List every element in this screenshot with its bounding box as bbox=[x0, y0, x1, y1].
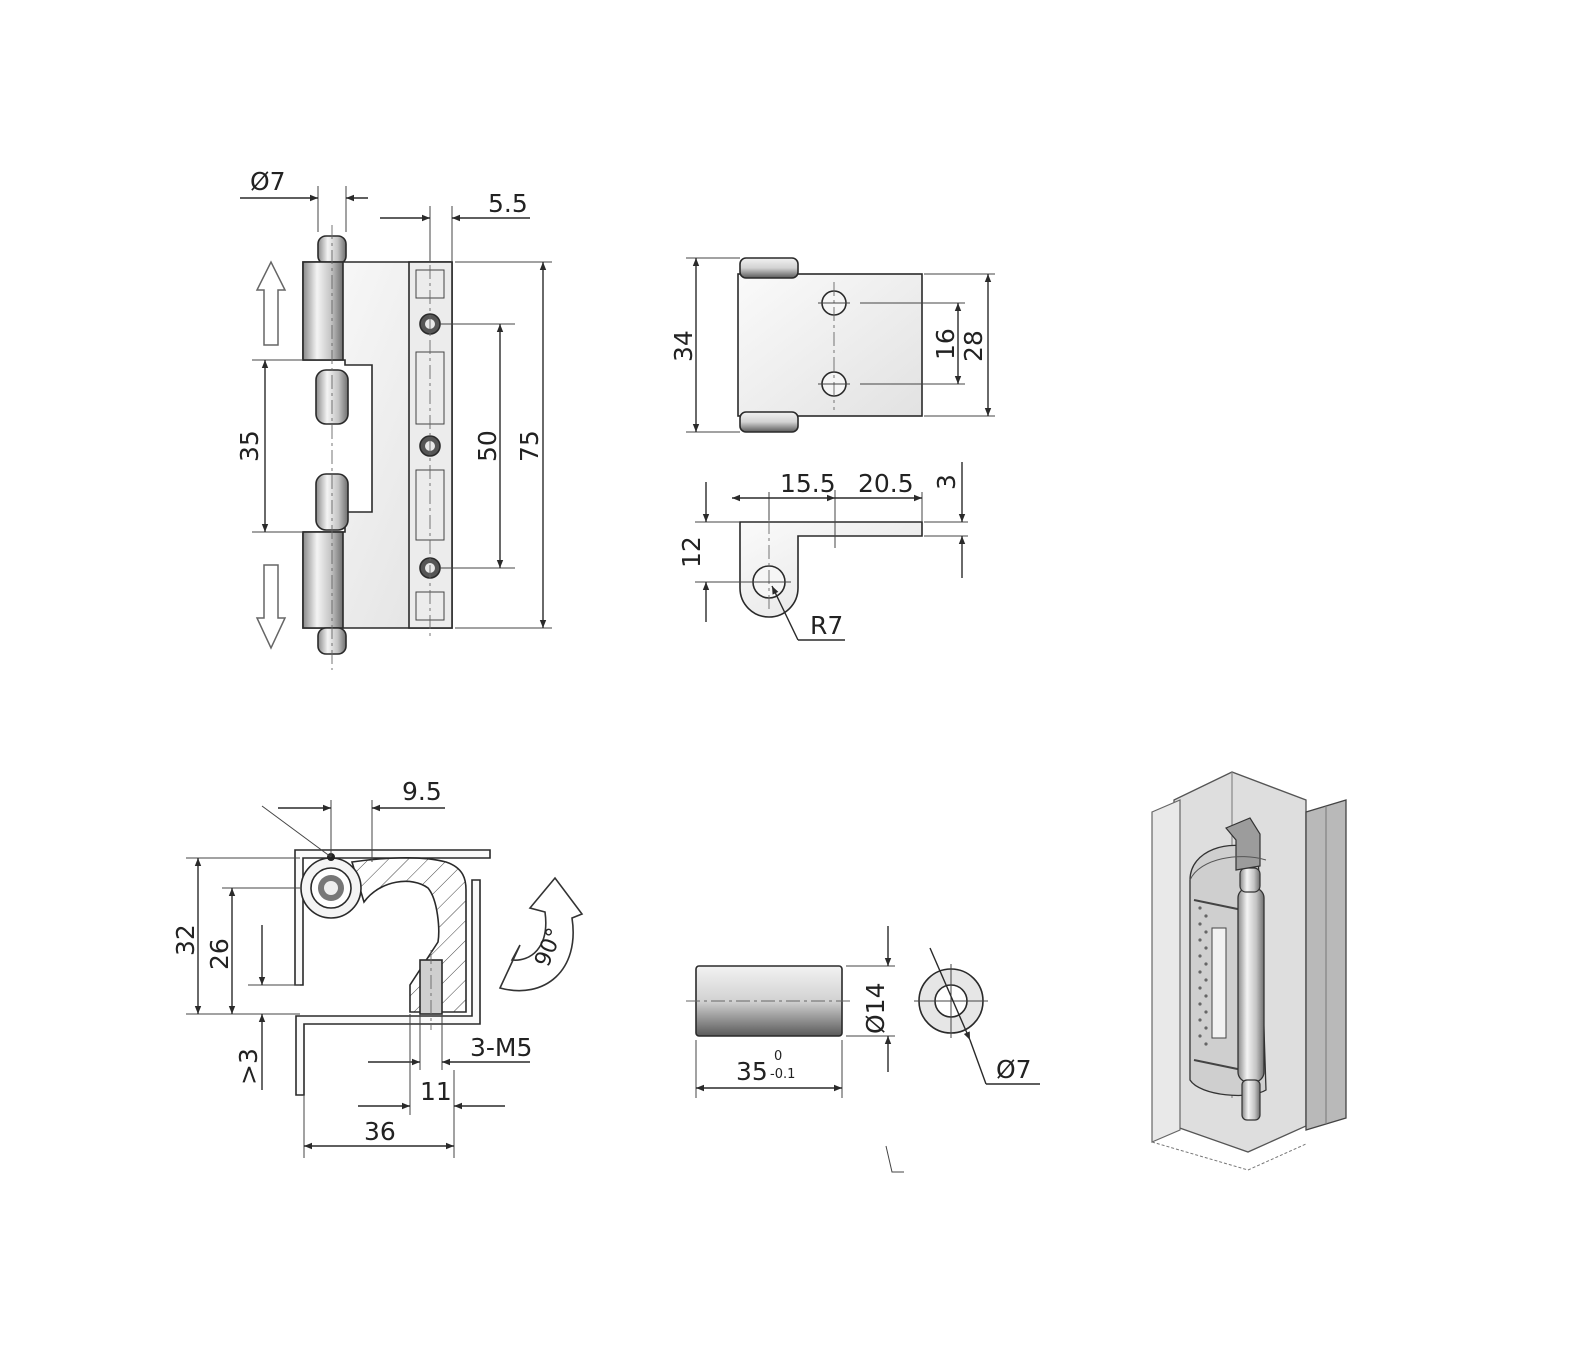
pin-view-dimensions: Ø14 35 0 -0.1 Ø7 bbox=[695, 926, 1040, 1173]
rotate-arrow-icon bbox=[498, 876, 584, 992]
dim-width: 36 bbox=[364, 1117, 396, 1146]
dim-pin-length: 35 bbox=[736, 1057, 768, 1086]
dim-hole-pitch: 50 bbox=[473, 430, 502, 462]
front-view: Ø7 5.5 35 50 75 bbox=[235, 167, 552, 670]
section-view: 9.5 32 26 >3 3-M5 11 bbox=[171, 777, 584, 1158]
top-view-dimensions: 15.5 20.5 3 12 R7 bbox=[677, 462, 968, 641]
dim-clearance: >3 bbox=[234, 1048, 263, 1085]
section-view-body bbox=[261, 805, 491, 1096]
dim-knuckle-height: 12 bbox=[677, 536, 706, 568]
arrow-up-icon bbox=[255, 260, 287, 346]
dim-pin-diameter: Ø7 bbox=[250, 167, 286, 196]
dim-hole-spacing: 16 bbox=[931, 328, 960, 360]
top-view: 15.5 20.5 3 12 R7 bbox=[677, 462, 968, 641]
arrow-down-icon bbox=[255, 564, 287, 650]
dim-leaf-height: 28 bbox=[959, 330, 988, 362]
dim-side-height: 34 bbox=[669, 330, 698, 362]
dim-knuckle-to-bend: 15.5 bbox=[780, 469, 836, 498]
dim-thread: 3-M5 bbox=[470, 1033, 532, 1062]
dim-leaf-offset: 5.5 bbox=[488, 189, 528, 218]
dim-outer-height: 32 bbox=[171, 924, 200, 956]
dim-radius: R7 bbox=[810, 611, 843, 640]
pin-view-body bbox=[686, 964, 988, 1038]
dim-hole-distance: 11 bbox=[420, 1077, 452, 1106]
isometric-view bbox=[1151, 771, 1347, 1171]
dim-height: 75 bbox=[515, 430, 544, 462]
section-view-dimensions: 9.5 32 26 >3 3-M5 11 bbox=[171, 777, 532, 1158]
front-view-arrows bbox=[255, 260, 287, 650]
dim-leaf-length: 20.5 bbox=[858, 469, 914, 498]
side-view-dimensions: 34 16 28 bbox=[669, 257, 995, 433]
dim-thickness: 3 bbox=[932, 474, 961, 490]
dim-pin-tolerance-lower: -0.1 bbox=[770, 1067, 795, 1082]
dim-inner-height: 26 bbox=[205, 938, 234, 970]
dim-offset: 9.5 bbox=[402, 777, 442, 806]
rotation-arrow: 90° bbox=[498, 876, 584, 992]
dim-pin-tolerance-upper: 0 bbox=[774, 1049, 782, 1064]
side-view: 34 16 28 bbox=[669, 257, 995, 433]
front-view-body bbox=[302, 215, 453, 670]
dim-pin-inner-diameter: Ø7 bbox=[996, 1055, 1032, 1084]
top-view-body bbox=[739, 520, 923, 618]
side-view-body bbox=[737, 257, 923, 433]
dim-gap: 35 bbox=[235, 430, 264, 462]
dim-pin-outer-diameter: Ø14 bbox=[861, 983, 890, 1035]
front-view-dimensions: Ø7 5.5 35 50 75 bbox=[235, 167, 552, 629]
pin-view: Ø14 35 0 -0.1 Ø7 bbox=[686, 926, 1040, 1173]
